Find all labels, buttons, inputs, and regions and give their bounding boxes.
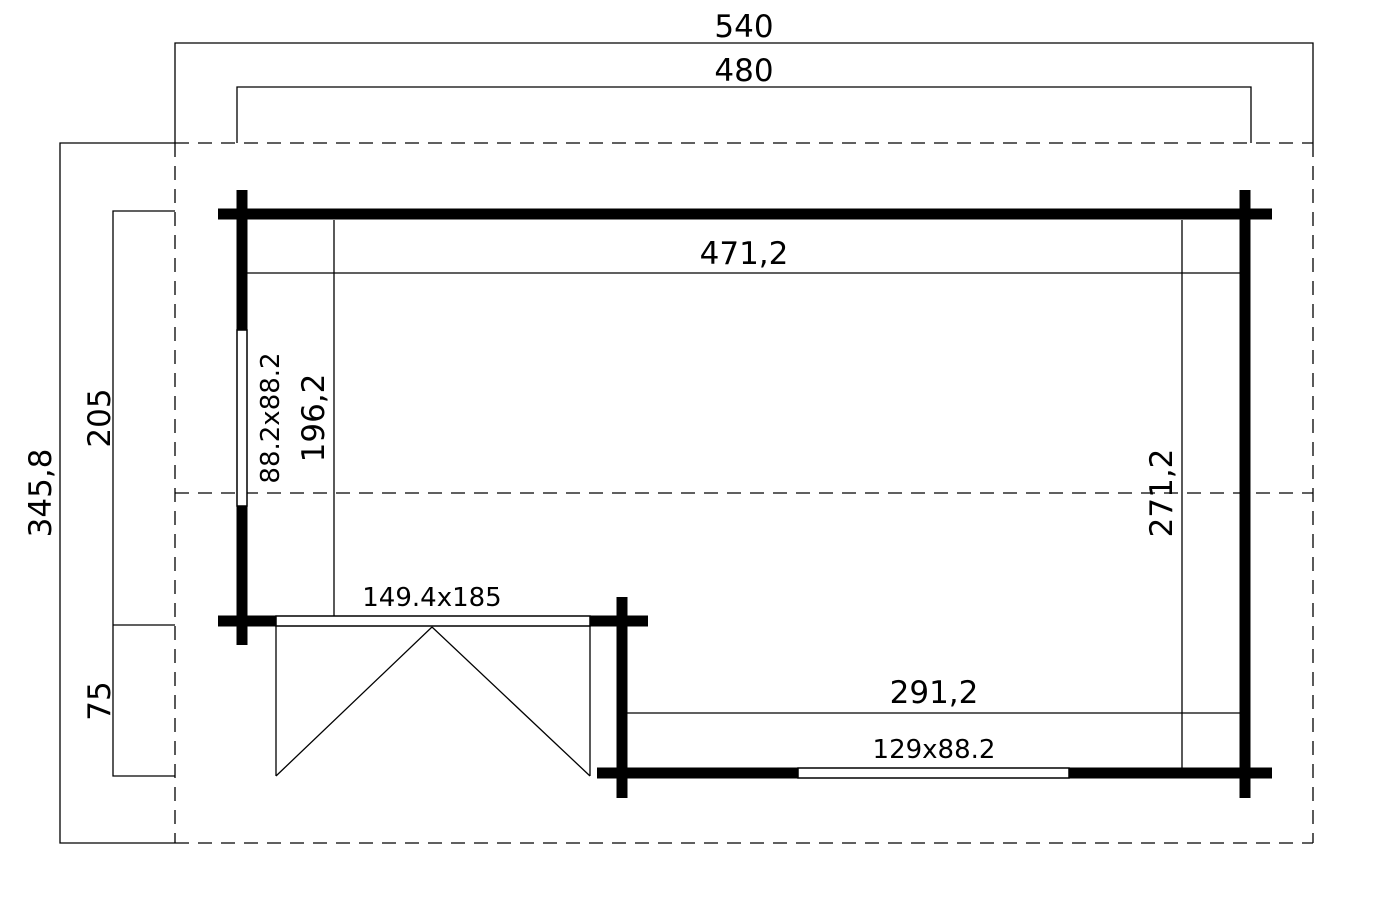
dimension-label-interior-width: 471,2 — [700, 236, 789, 272]
side-window: 88.2x88.2 — [236, 329, 286, 507]
dimension-label-front-wall-width: 291,2 — [890, 675, 979, 711]
dimension-label-canopy-depth: 75 — [82, 681, 118, 720]
roof-outline — [174, 142, 1314, 844]
door: 149.4x185 — [275, 583, 591, 777]
dimension-480: 480 — [236, 53, 1252, 143]
dimension-label-overall-width: 540 — [714, 9, 773, 45]
door-label: 149.4x185 — [362, 583, 501, 613]
dimension-label-interior-depth-right: 271,2 — [1144, 449, 1180, 538]
dimension-label-front-depth: 205 — [82, 388, 118, 447]
dimension-205: 205 75 — [82, 210, 175, 777]
dimension-label-wall-width: 480 — [714, 53, 773, 89]
interior-reference-lines — [247, 220, 1240, 768]
dimension-label-overall-depth: 345,8 — [23, 449, 59, 538]
dimension-540: 540 — [174, 9, 1314, 143]
walls — [218, 190, 1272, 798]
side-window-label: 88.2x88.2 — [256, 352, 286, 483]
front-window-label: 129x88.2 — [873, 735, 996, 765]
dimension-label-interior-depth-left: 196,2 — [296, 374, 332, 463]
dimension-345-8: 345,8 — [23, 142, 175, 844]
front-window: 129x88.2 — [797, 735, 1070, 779]
